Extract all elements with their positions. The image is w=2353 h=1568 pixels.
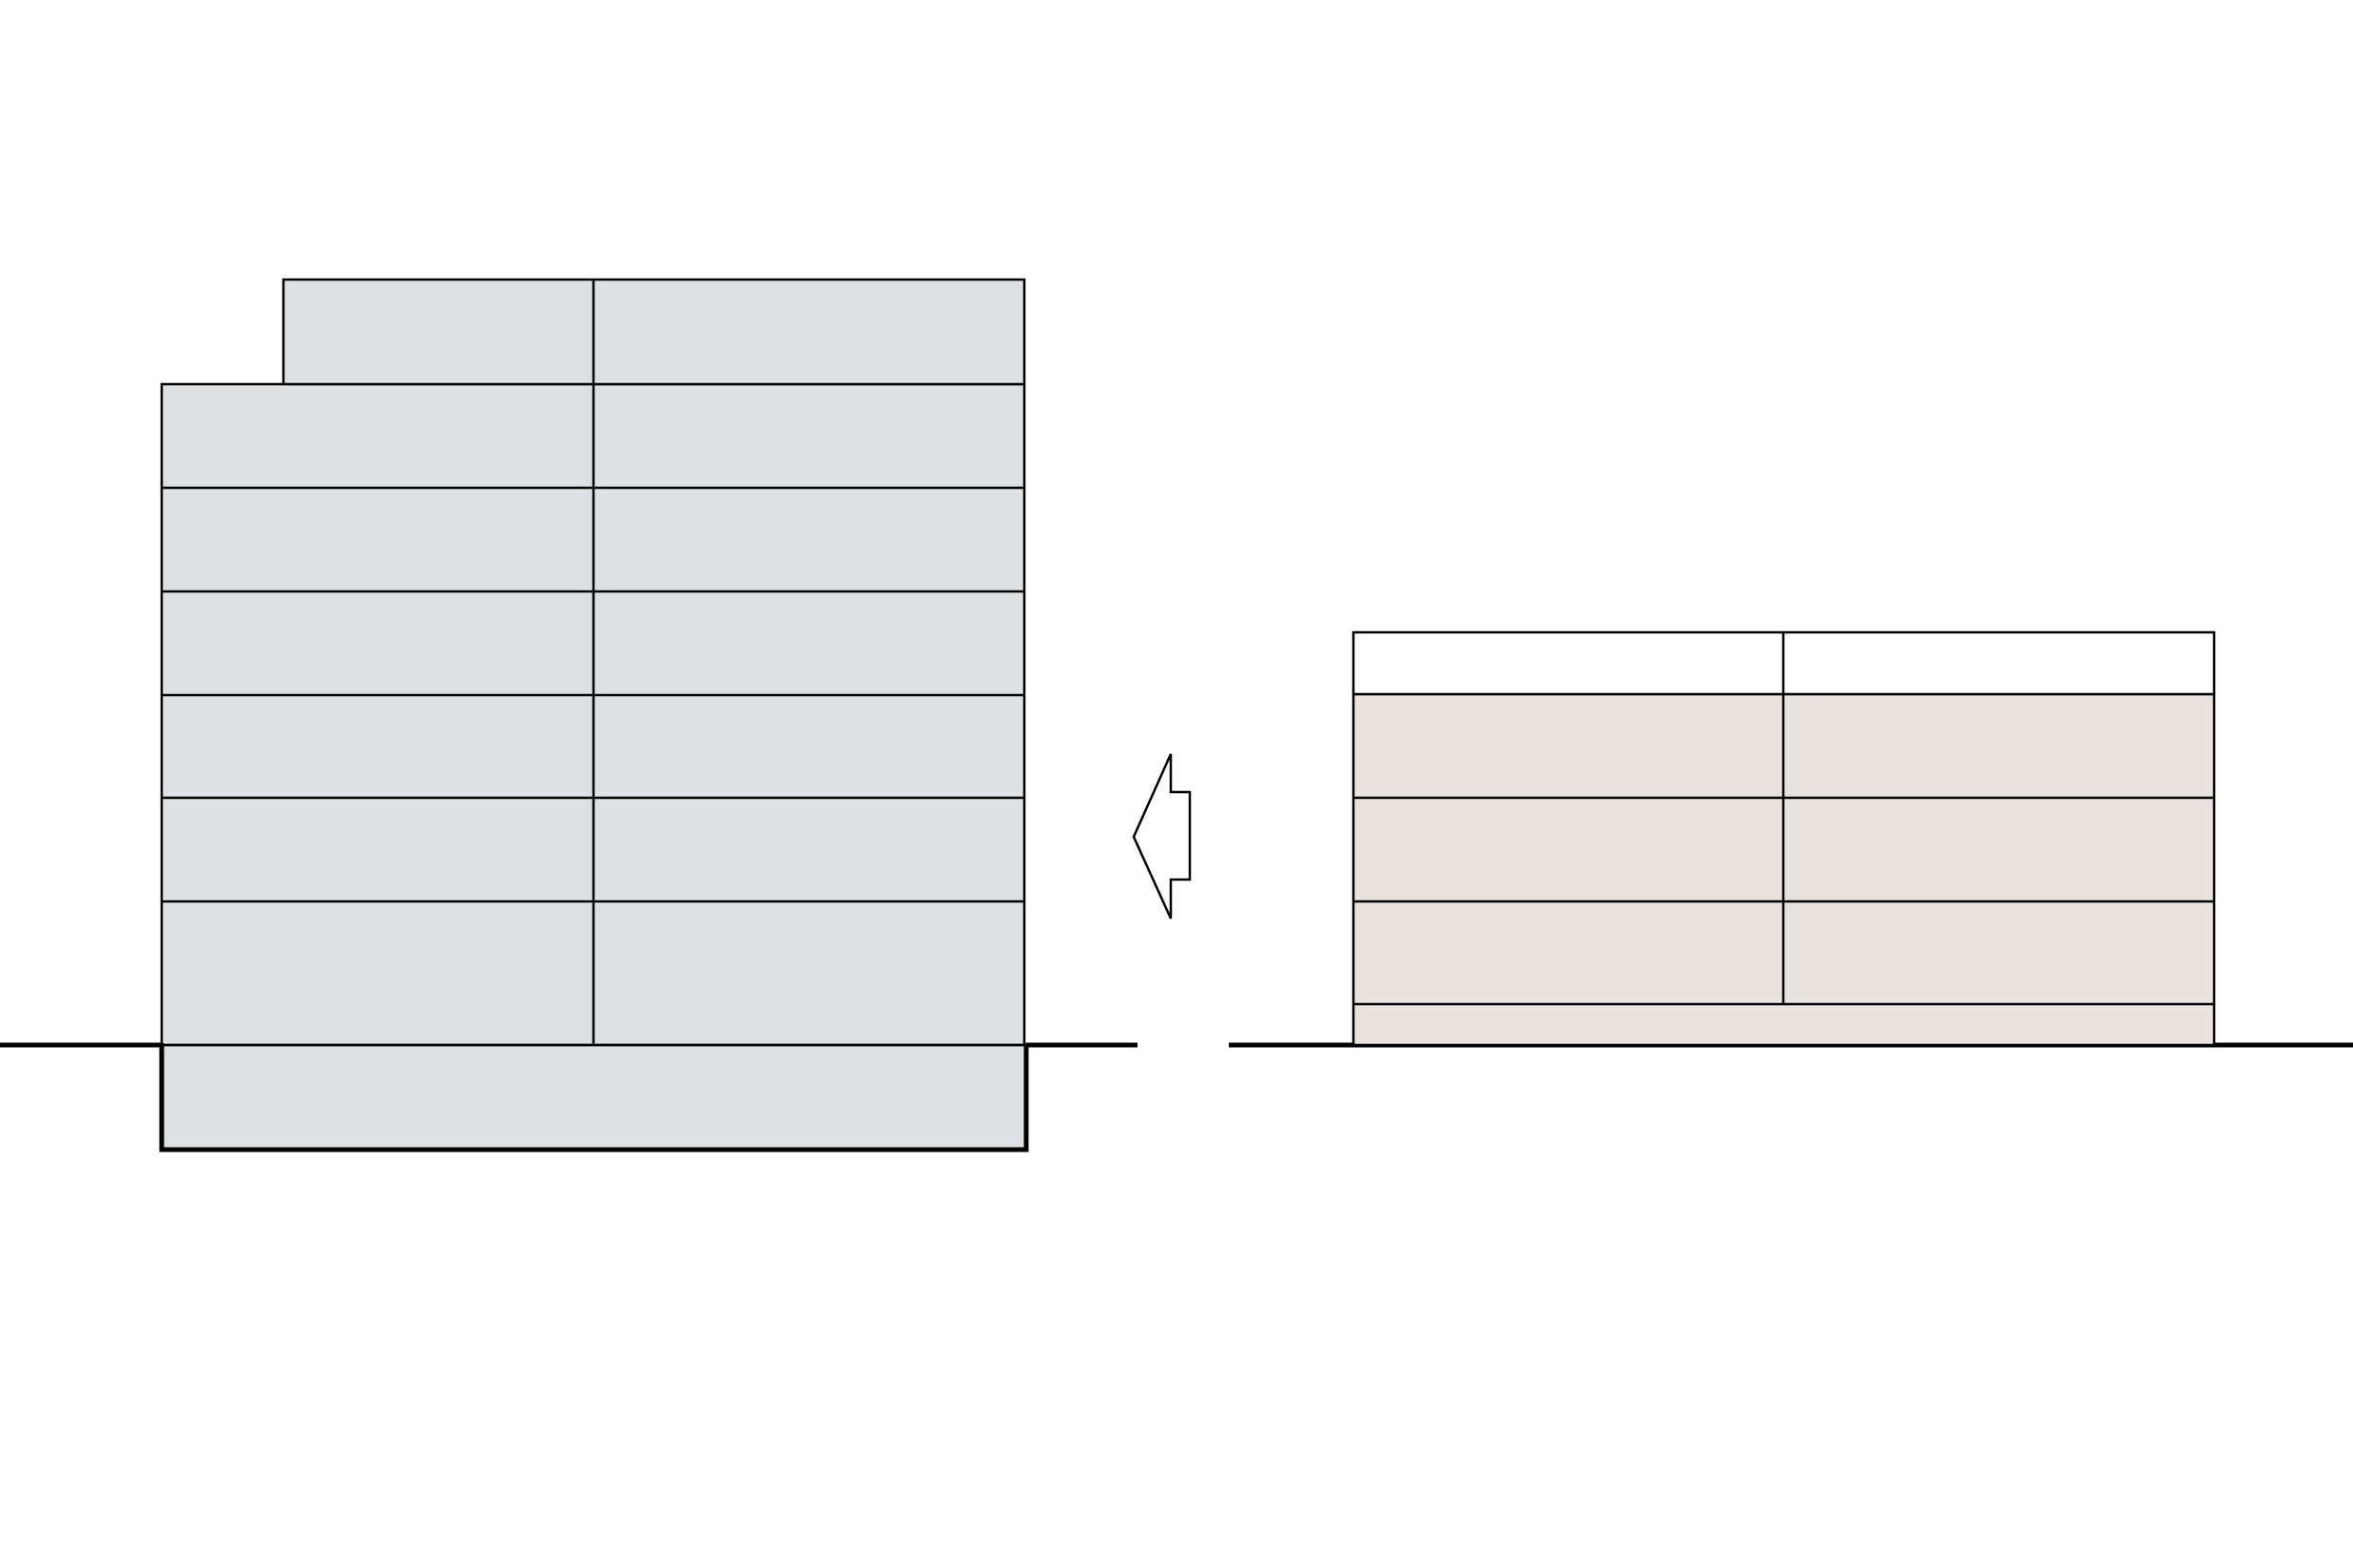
left-building [159, 278, 1029, 1152]
right-building [1352, 630, 2216, 1047]
left-building-basement [162, 1045, 1026, 1150]
left-arrow-icon [1132, 753, 1192, 920]
left-building-basement-outline [159, 1043, 1029, 1152]
left-building-top-floor [282, 278, 1026, 386]
